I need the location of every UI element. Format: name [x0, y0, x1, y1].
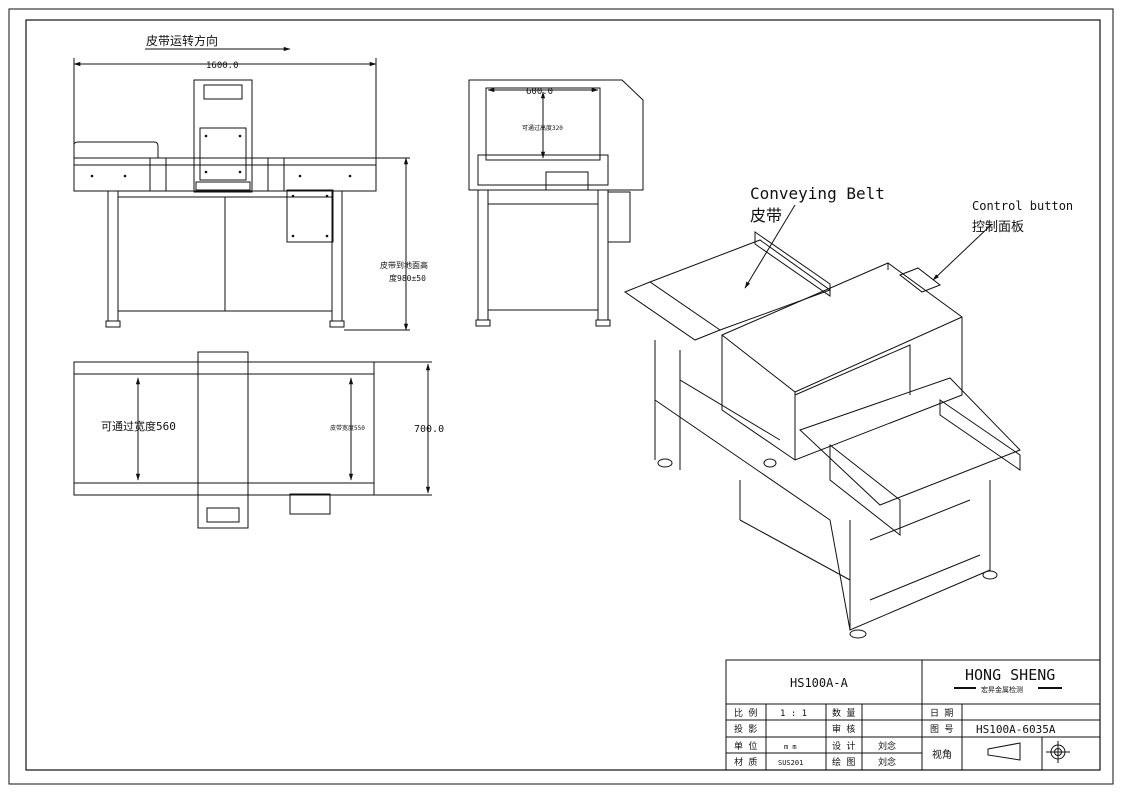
length-dimension: 1600.0	[206, 61, 239, 71]
projection-label: 投 影	[734, 723, 757, 735]
view-angle-label: 视角	[932, 748, 952, 761]
belt-direction-label: 皮带运转方向	[146, 33, 218, 48]
passable-width-label: 可通过宽度560	[101, 419, 176, 433]
review-label: 审 核	[832, 723, 855, 735]
title-block	[725, 659, 1101, 771]
drafting-label: 绘 图	[832, 756, 855, 768]
model-number: HS100A-A	[790, 676, 849, 690]
iso-view	[623, 204, 1021, 639]
inner-border	[25, 19, 1101, 771]
drawing-number-label: 图 号	[930, 724, 953, 735]
designer-name: 刘念	[878, 740, 896, 752]
belt-height-label-1: 皮带到地面高	[380, 260, 428, 270]
control-button-label: Control button	[972, 199, 1073, 213]
company-name: HONG SHENG	[965, 666, 1055, 684]
front-view-dots	[90, 134, 352, 238]
top-view	[73, 351, 432, 529]
scale-label: 比 例	[734, 707, 757, 719]
date-label: 日 期	[930, 708, 953, 719]
company-name-cn: 宏昇金属检测	[981, 685, 1023, 694]
drafter-name: 刘念	[878, 756, 896, 768]
passable-height-label: 可通过高度320	[522, 124, 563, 132]
overall-width-dimension: 700.0	[414, 424, 444, 435]
design-label: 设 计	[832, 740, 855, 752]
belt-height-label-2: 度980±50	[389, 273, 426, 283]
control-panel-label-cn: 控制面板	[972, 220, 1024, 235]
aperture-width-dimension: 600.0	[526, 87, 553, 97]
side-view	[468, 79, 644, 327]
belt-width-label: 皮带宽度550	[330, 424, 365, 432]
unit-label: 单 位	[734, 740, 757, 752]
quantity-label: 数 量	[832, 707, 855, 719]
conveying-belt-label: Conveying Belt	[750, 184, 885, 203]
drawing-number: HS100A-6035A	[976, 723, 1056, 736]
material-label: 材 质	[734, 756, 757, 768]
front-view	[73, 46, 410, 331]
material-value: SUS201	[778, 759, 803, 767]
unit-value: m m	[784, 743, 797, 751]
title-block-cells: 比 例 1 : 1 数 量 日 期 投 影 审 核 图 号 HS100A-603…	[734, 707, 1056, 768]
scale-value: 1 : 1	[780, 709, 807, 719]
conveying-belt-label-cn: 皮带	[750, 206, 782, 225]
outer-border	[8, 8, 1114, 785]
